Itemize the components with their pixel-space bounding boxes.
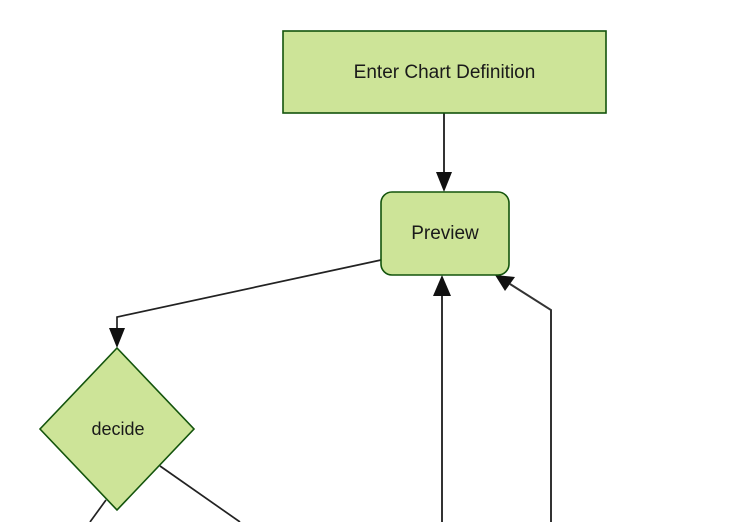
edge-bottom-center-to-preview xyxy=(433,275,451,522)
preview-shape[interactable] xyxy=(380,191,510,276)
edge-decide-out-right xyxy=(159,465,241,522)
node-preview[interactable]: Preview xyxy=(380,191,510,276)
node-decide[interactable]: decide xyxy=(38,346,196,512)
edge-bottom-right-to-preview xyxy=(495,275,552,522)
decide-label: decide xyxy=(91,419,144,439)
enter-chart-definition-shape[interactable] xyxy=(282,30,607,114)
edge-preview-to-decide xyxy=(109,259,382,348)
decide-shape[interactable] xyxy=(38,346,196,512)
edge-decide-out-left xyxy=(89,499,107,522)
preview-label: Preview xyxy=(411,223,479,244)
edge-enter-to-preview xyxy=(436,113,452,192)
node-enter-chart-definition[interactable]: Enter Chart Definition xyxy=(282,30,607,114)
enter-chart-definition-label: Enter Chart Definition xyxy=(354,62,536,83)
